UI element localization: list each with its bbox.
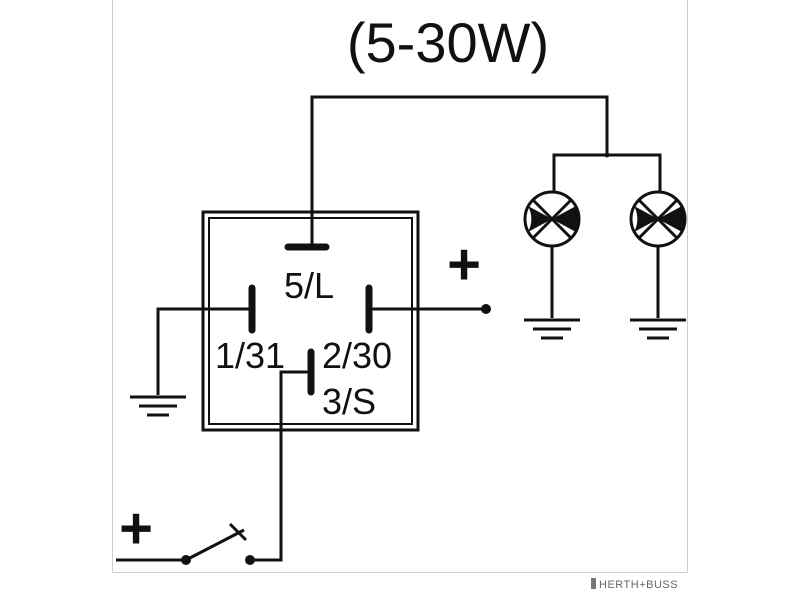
terminal-1-label: 1/31 [215, 335, 285, 376]
diagram-title: (5-30W) [347, 11, 549, 74]
lamp-2-ground-icon [630, 318, 686, 340]
plus-sign-supply: + [447, 232, 481, 297]
image-frame [112, 0, 688, 573]
switch-contact-dot [245, 555, 255, 565]
terminal-5-label: 5/L [284, 265, 334, 306]
terminal-3-switch-wire [252, 370, 311, 562]
wire-5-to-lamps [310, 95, 609, 247]
brand-text: HERTH+BUSS [599, 579, 678, 591]
terminal-1-ground-icon [130, 395, 186, 417]
plus-sign-switch: + [119, 496, 153, 561]
switch-actuator [228, 522, 248, 542]
supply-terminal-dot [481, 304, 491, 314]
switch-lever [185, 528, 245, 562]
terminal-2-label: 2/30 [322, 335, 392, 376]
lamp-1-icon [523, 190, 581, 248]
lamp-bus-wire [552, 153, 662, 192]
lamp-1-ground-icon [524, 318, 580, 340]
terminal-1-ground-wire [156, 307, 252, 395]
brand-logo: HERTH+BUSS [591, 578, 678, 591]
lamp-2-icon [629, 190, 687, 248]
junction-dot [604, 152, 610, 158]
terminal-3-label: 3/S [322, 381, 376, 422]
